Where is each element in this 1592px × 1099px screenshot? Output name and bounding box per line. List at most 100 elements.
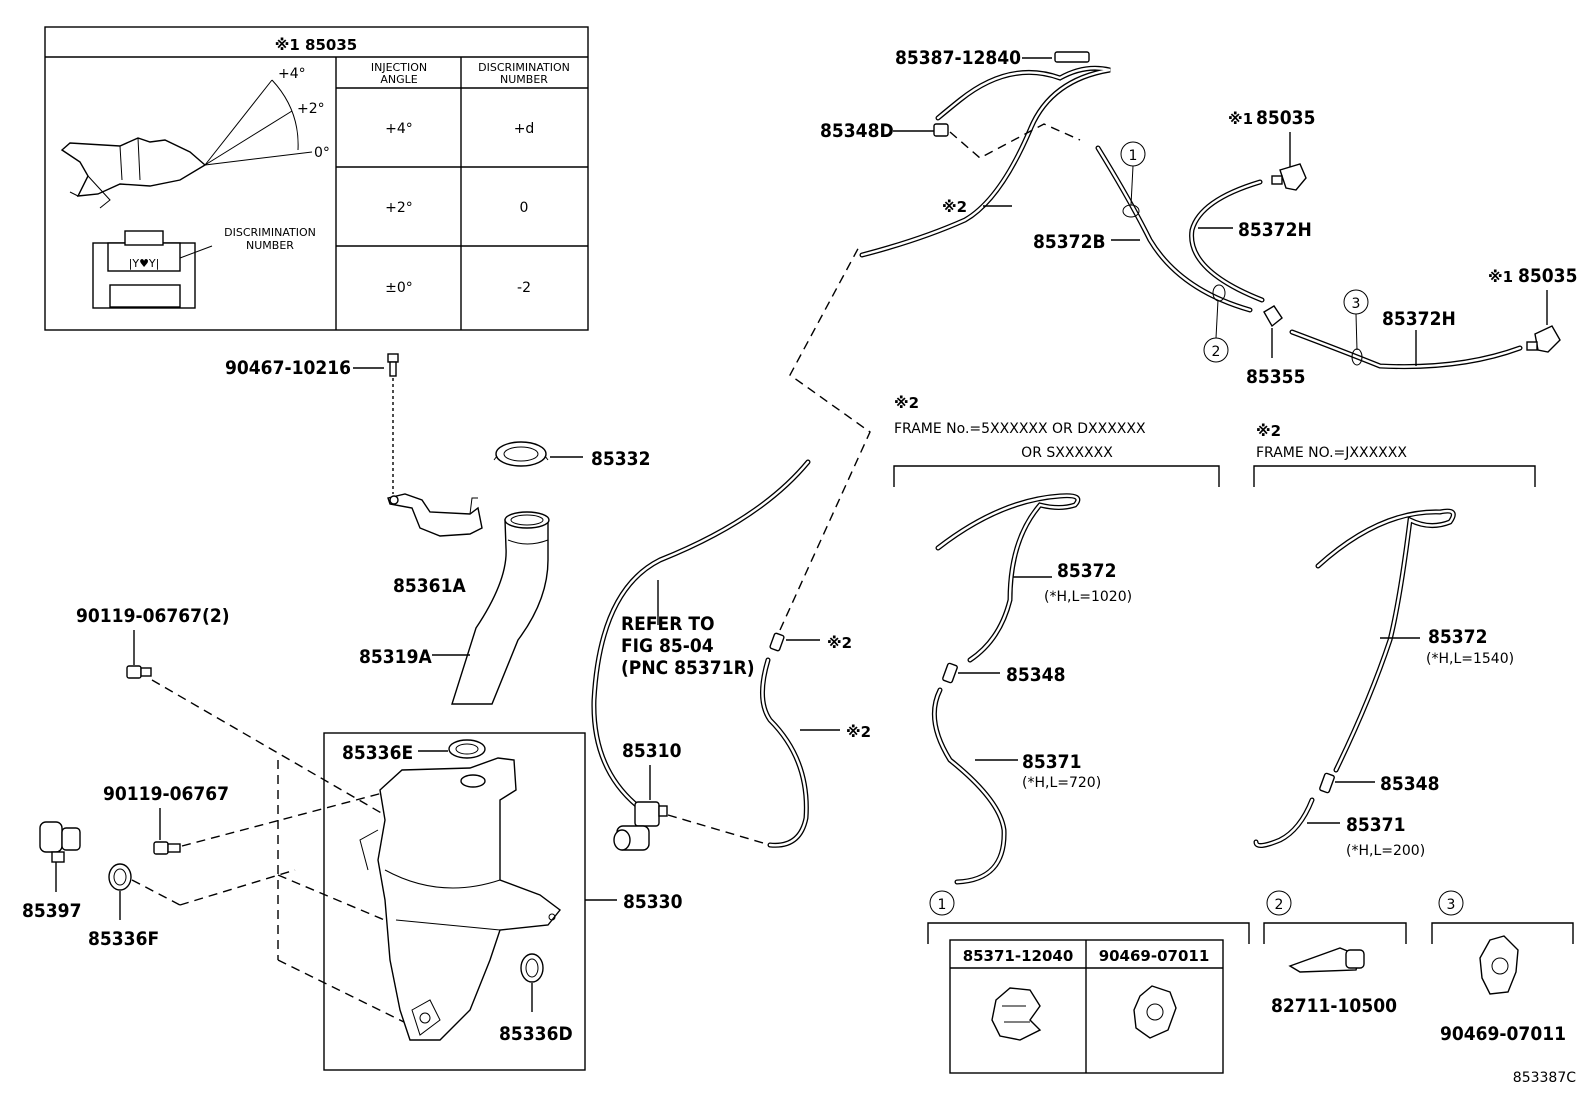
clamp-85355 <box>1263 305 1283 328</box>
label-85372H-a: 85372H <box>1238 219 1312 241</box>
note1-a: ※1 <box>1228 110 1253 128</box>
callout-2-legend: 2 <box>1275 897 1284 913</box>
callout-1-top: 1 <box>1129 148 1138 164</box>
label-85310: 85310 <box>622 740 682 762</box>
joint-85348-a <box>942 662 958 684</box>
nozzle-angle-drawing: +4° +2° 0° <box>60 66 330 209</box>
length-85371-b: (*H,L=200) <box>1346 843 1425 859</box>
label-85319A: 85319A <box>359 646 432 668</box>
row3-number: -2 <box>517 280 531 296</box>
pump-and-hoses: REFER TO FIG 85-04 (PNC 85371R) 85310 ※2… <box>591 47 1577 851</box>
label-82711-10500: 82711-10500 <box>1271 995 1397 1017</box>
clamp-82711-drawing <box>1288 947 1365 973</box>
bracket-85361A <box>387 493 483 537</box>
label-85361A: 85361A <box>393 575 466 597</box>
angle-plus4: +4° <box>278 66 306 82</box>
row3-angle: ±0° <box>385 280 413 296</box>
label-85371-a: 85371 <box>1022 751 1081 773</box>
joint-85348D <box>933 123 949 137</box>
clamp-90469-a-drawing <box>1133 985 1177 1039</box>
filler-neck-85319A <box>451 511 550 705</box>
inset-title: ※1 85035 <box>275 36 357 54</box>
frame-variant-right: ※2 FRAME NO.=JXXXXXX 85372 (*H,L=1540) 8… <box>1253 422 1536 859</box>
row2-number: 0 <box>520 200 529 216</box>
nozzle-85035-b <box>1526 325 1561 353</box>
nozzle-85035-a <box>1271 163 1307 191</box>
figure-id: 853387C <box>1513 1070 1576 1086</box>
grommet-85336E <box>448 739 486 759</box>
row2-angle: +2° <box>385 200 413 216</box>
clamp-90469-b-drawing <box>1479 935 1519 995</box>
legend-clamp-1: 1 85371-12040 90469-07011 <box>927 890 1250 1074</box>
pump-85310 <box>613 801 668 851</box>
note2-top: ※2 <box>942 198 967 216</box>
label-85336D: 85336D <box>499 1023 573 1045</box>
col-injection-angle-line1: INJECTION <box>371 61 427 74</box>
note2-hose: ※2 <box>846 723 871 741</box>
joint-note2 <box>769 632 785 652</box>
label-85035-a: 85035 <box>1256 107 1315 129</box>
label-90119-06767: 90119-06767 <box>103 783 229 805</box>
col-injection-angle-line2: ANGLE <box>380 73 417 86</box>
label-85387-12840: 85387-12840 <box>895 47 1021 69</box>
note2-joint: ※2 <box>827 634 852 652</box>
joint-85348-b <box>1319 772 1335 794</box>
label-85372B: 85372B <box>1033 231 1106 253</box>
frame-left-line1: FRAME No.=5XXXXXX OR DXXXXXX <box>894 421 1146 437</box>
angle-plus2: +2° <box>297 101 325 117</box>
grommet-85336F <box>108 863 132 891</box>
refer-line2: FIG 85-04 <box>621 635 714 657</box>
label-85348-a: 85348 <box>1006 664 1065 686</box>
cap-85332 <box>493 441 549 467</box>
grommet-85336D <box>520 953 544 983</box>
label-90469-07011-b: 90469-07011 <box>1440 1023 1566 1045</box>
legend-clamp-2: 2 82711-10500 <box>1263 890 1407 1017</box>
bolt-90467 <box>387 353 399 377</box>
tank-assembly: 90467-10216 85361A 85332 8 <box>22 353 683 1071</box>
pump-motor-85397 <box>39 821 81 863</box>
bolt-90119-b <box>153 841 181 855</box>
col-discrimination-line2: NUMBER <box>500 73 548 86</box>
frame-left-line2: OR SXXXXXX <box>1021 445 1113 461</box>
label-85372H-b: 85372H <box>1382 308 1456 330</box>
bolt-90119-a <box>126 665 152 679</box>
callout-1-legend: 1 <box>938 897 947 913</box>
callout-3-legend: 3 <box>1447 897 1456 913</box>
nozzle-front-view: |Y♥Y| DISCRIMINATION NUMBER <box>92 226 316 309</box>
frame-right-line: FRAME NO.=JXXXXXX <box>1256 445 1407 461</box>
angle-zero: 0° <box>314 145 330 161</box>
clip-85387 <box>1054 51 1090 63</box>
disc-label-line2: NUMBER <box>246 239 294 252</box>
label-85372-b: 85372 <box>1428 626 1487 648</box>
label-85336E: 85336E <box>342 742 413 764</box>
label-85332: 85332 <box>591 448 650 470</box>
row1-angle: +4° <box>385 121 413 137</box>
note1-b: ※1 <box>1488 268 1513 286</box>
col-discrimination-line1: DISCRIMINATION <box>478 61 570 74</box>
disc-marking: |Y♥Y| <box>129 257 160 270</box>
refer-line1: REFER TO <box>621 613 715 635</box>
row1-number: +d <box>514 121 535 137</box>
label-90467-10216: 90467-10216 <box>225 357 351 379</box>
label-90469-07011-a: 90469-07011 <box>1099 947 1210 965</box>
length-85372-b: (*H,L=1540) <box>1426 651 1514 667</box>
length-85372-a: (*H,L=1020) <box>1044 589 1132 605</box>
label-85397: 85397 <box>22 900 81 922</box>
label-90119-06767-2: 90119-06767(2) <box>76 605 230 627</box>
label-85372-a: 85372 <box>1057 560 1116 582</box>
length-85371-a: (*H,L=720) <box>1022 775 1101 791</box>
washer-tank-85330 <box>359 757 561 1041</box>
label-85348-b: 85348 <box>1380 773 1439 795</box>
label-85035-b: 85035 <box>1518 265 1577 287</box>
frame-variant-left: ※2 FRAME No.=5XXXXXX OR DXXXXXX OR SXXXX… <box>893 394 1220 885</box>
label-85330: 85330 <box>623 891 683 913</box>
inset-85035: ※1 85035 INJECTION ANGLE DISCRIMINATION … <box>44 26 589 331</box>
disc-label-line1: DISCRIMINATION <box>224 226 316 239</box>
note2-frame-left: ※2 <box>894 394 919 412</box>
legend-clamp-3: 3 90469-07011 <box>1431 890 1574 1045</box>
callout-2-top: 2 <box>1212 344 1221 360</box>
refer-line3: (PNC 85371R) <box>621 657 755 679</box>
label-85371-12040: 85371-12040 <box>963 947 1074 965</box>
label-85355: 85355 <box>1246 366 1305 388</box>
